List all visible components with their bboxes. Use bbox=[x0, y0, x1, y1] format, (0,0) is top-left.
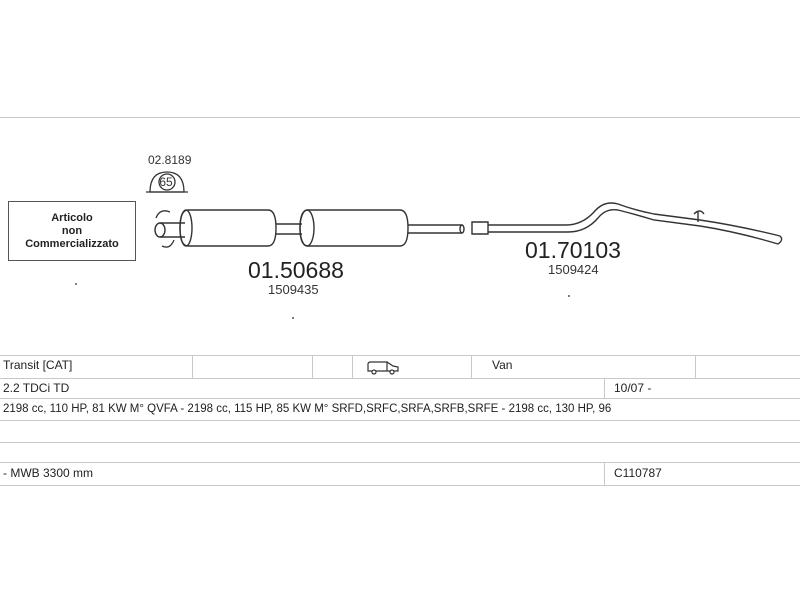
row-line-1 bbox=[0, 378, 800, 379]
middle-part-number[interactable]: 01.50688 bbox=[248, 257, 344, 283]
clamp-size: 65 bbox=[159, 175, 173, 189]
clamp-ring bbox=[155, 210, 175, 248]
exhaust-diagram: 65 02.8189 01.50688 1509435 01.70103 150… bbox=[75, 153, 783, 319]
col-sep-1 bbox=[192, 355, 193, 378]
row-line-4 bbox=[0, 442, 800, 443]
row-line-2 bbox=[0, 398, 800, 399]
rear-part-number[interactable]: 01.70103 bbox=[525, 237, 621, 263]
col-sep-3 bbox=[352, 355, 353, 378]
rear-part-code: 1509424 bbox=[548, 262, 599, 277]
notice-line-1: Articolo bbox=[51, 211, 93, 224]
col-sep-date bbox=[604, 378, 605, 398]
col-sep-5 bbox=[695, 355, 696, 378]
col-sep-4 bbox=[471, 355, 472, 378]
clamp-icon bbox=[146, 171, 188, 193]
vehicle-model: Transit [CAT] bbox=[3, 358, 73, 372]
sleeve bbox=[471, 221, 489, 235]
row-line-5 bbox=[0, 462, 800, 463]
row-line-3 bbox=[0, 420, 800, 421]
body-type: Van bbox=[492, 358, 513, 372]
clamp-part-number[interactable]: 02.8189 bbox=[148, 153, 192, 167]
col-sep-2 bbox=[312, 355, 313, 378]
engine-type: 2.2 TDCi TD bbox=[3, 381, 70, 395]
rear-tailpipe bbox=[471, 202, 783, 245]
middle-part-code: 1509435 bbox=[268, 282, 319, 297]
wheelbase: - MWB 3300 mm bbox=[3, 466, 94, 480]
notice-line-2: non bbox=[61, 224, 83, 237]
engine-specs: 2198 cc, 110 HP, 81 KW M° QVFA - 2198 cc… bbox=[3, 403, 612, 415]
middle-silencer-assembly bbox=[154, 209, 465, 247]
silencer-1 bbox=[179, 209, 277, 247]
not-available-notice: Articolo non Commercializzato bbox=[8, 201, 136, 261]
notice-line-3: Commercializzato bbox=[25, 237, 119, 250]
production-date: 10/07 - bbox=[614, 381, 652, 395]
pipe-end bbox=[154, 222, 166, 238]
catalog-code: C110787 bbox=[614, 466, 662, 480]
table-top-line bbox=[0, 355, 800, 356]
dot-marker bbox=[75, 283, 77, 285]
row-line-6 bbox=[0, 485, 800, 486]
top-divider bbox=[0, 117, 800, 118]
silencer-2 bbox=[299, 209, 409, 247]
dot-marker bbox=[568, 295, 570, 297]
dot-marker bbox=[292, 317, 294, 319]
van-icon bbox=[367, 361, 399, 375]
col-sep-code bbox=[604, 462, 605, 485]
